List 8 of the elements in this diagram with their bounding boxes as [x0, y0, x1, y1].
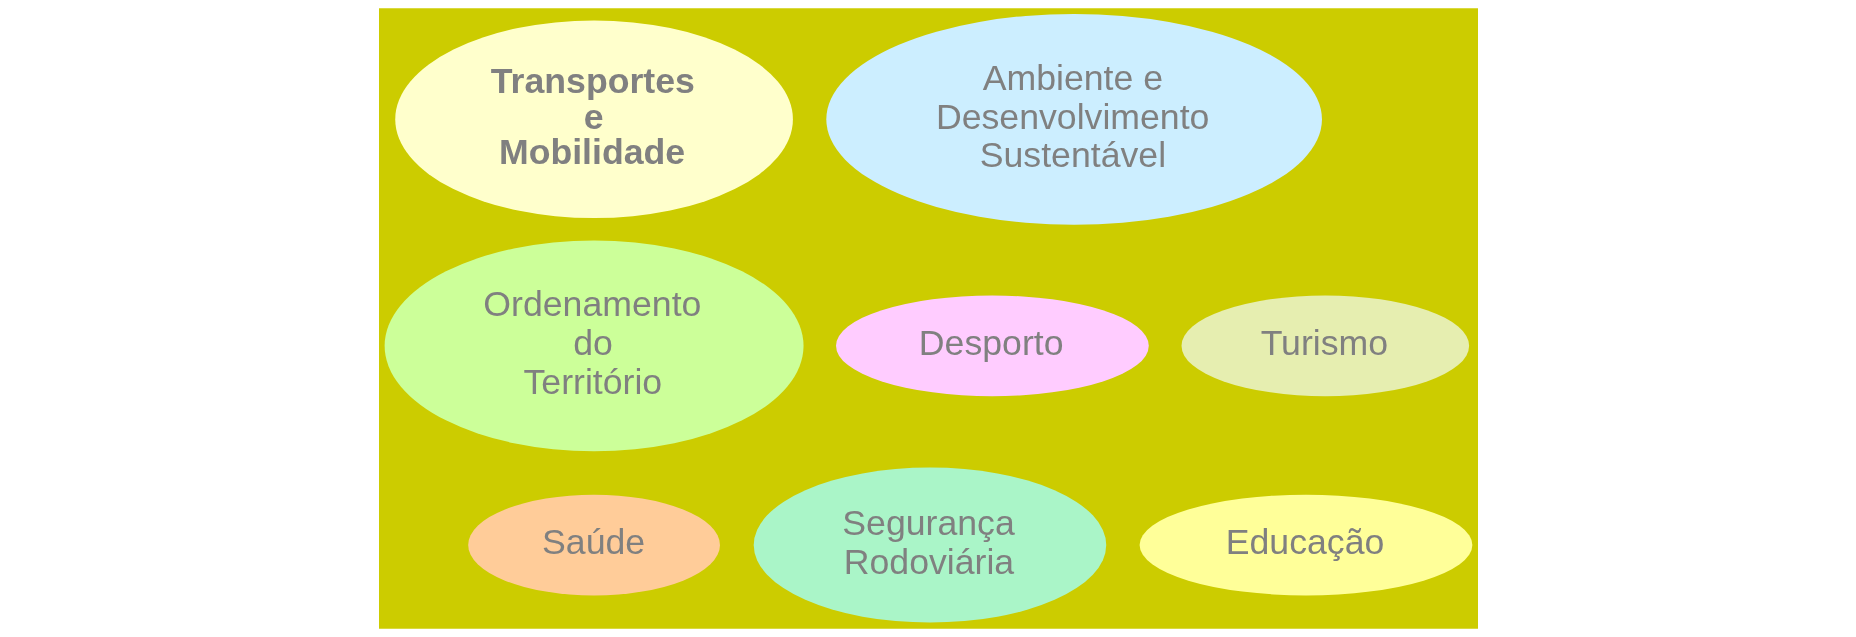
node-ellipse: Ordenamento do Território: [384, 240, 804, 452]
node-ellipse: Saúde: [467, 494, 720, 596]
node-ellipse: Educação: [1139, 494, 1472, 596]
node-ellipse: Turismo: [1181, 295, 1469, 397]
node-ellipse: Segurança Rodoviária: [753, 467, 1106, 623]
node-ellipse: Ambiente e Desenvolvimento Sustentável: [825, 13, 1322, 225]
node-ellipse: Transportes e Mobilidade: [394, 20, 793, 219]
node-ellipse: Desporto: [835, 295, 1149, 397]
